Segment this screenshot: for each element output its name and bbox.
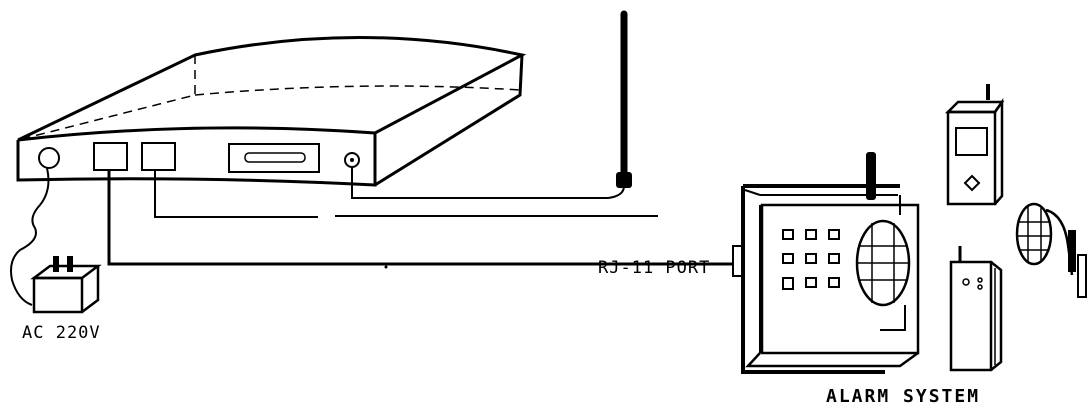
motion-detector <box>949 246 1003 372</box>
alarm-panel <box>732 152 920 374</box>
port-phone <box>141 142 176 171</box>
panel-antenna <box>866 152 876 200</box>
gateway-device <box>16 36 527 187</box>
ac-adapter <box>30 256 102 314</box>
rj11-port-label: RJ-11 PORT <box>598 258 711 278</box>
speaker-grille <box>855 219 911 307</box>
keypad <box>782 229 840 290</box>
power-jack <box>38 147 60 169</box>
rj11-connector <box>732 245 745 277</box>
antenna <box>616 10 632 188</box>
cables <box>10 167 732 306</box>
alarm-system-label: ALARM SYSTEM <box>826 386 981 407</box>
display-window <box>228 143 320 173</box>
port-line <box>93 142 128 171</box>
ac-voltage-label: AC 220V <box>22 323 101 343</box>
remote-sensor <box>944 84 1005 206</box>
siren <box>1015 202 1087 298</box>
